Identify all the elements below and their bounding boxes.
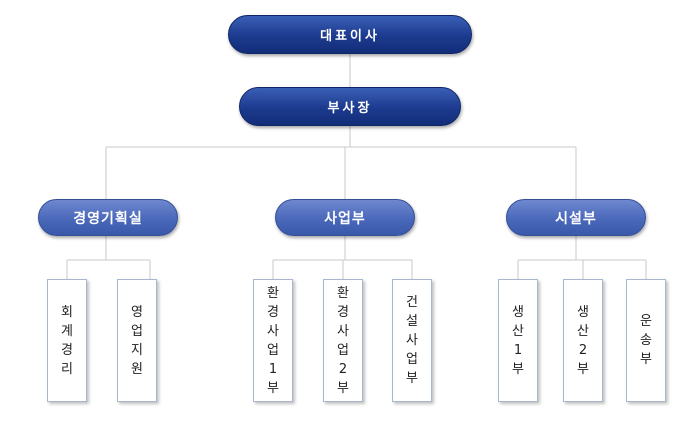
unit-label: 건설사업부: [406, 295, 418, 386]
vp-label: 부사장: [327, 101, 373, 116]
unit-label: 영업지원: [131, 304, 143, 377]
ceo-label: 대표이사: [320, 29, 380, 44]
unit-box: 건설사업부: [392, 279, 432, 402]
dept-label: 경영기획실: [73, 210, 143, 227]
ceo-node: 대표이사: [228, 15, 472, 54]
unit-label: 운송부: [640, 314, 652, 367]
vp-node: 부사장: [239, 87, 461, 126]
unit-label: 생산1부: [512, 304, 524, 377]
unit-box: 생산2부: [563, 279, 603, 402]
dept-node-planning: 경영기획실: [38, 199, 178, 236]
unit-box: 환경사업2부: [323, 279, 363, 402]
unit-box: 회계경리: [47, 279, 87, 402]
unit-label: 회계경리: [61, 304, 73, 377]
dept-label: 시설부: [555, 210, 597, 227]
dept-label: 사업부: [324, 210, 366, 227]
unit-label: 환경사업1부: [267, 285, 279, 396]
unit-box: 운송부: [626, 279, 666, 402]
unit-label: 환경사업2부: [337, 285, 349, 396]
unit-box: 생산1부: [498, 279, 538, 402]
dept-node-business: 사업부: [275, 199, 415, 236]
unit-label: 생산2부: [577, 304, 589, 377]
unit-box: 환경사업1부: [253, 279, 293, 402]
unit-box: 영업지원: [117, 279, 157, 402]
dept-node-facilities: 시설부: [506, 199, 646, 236]
